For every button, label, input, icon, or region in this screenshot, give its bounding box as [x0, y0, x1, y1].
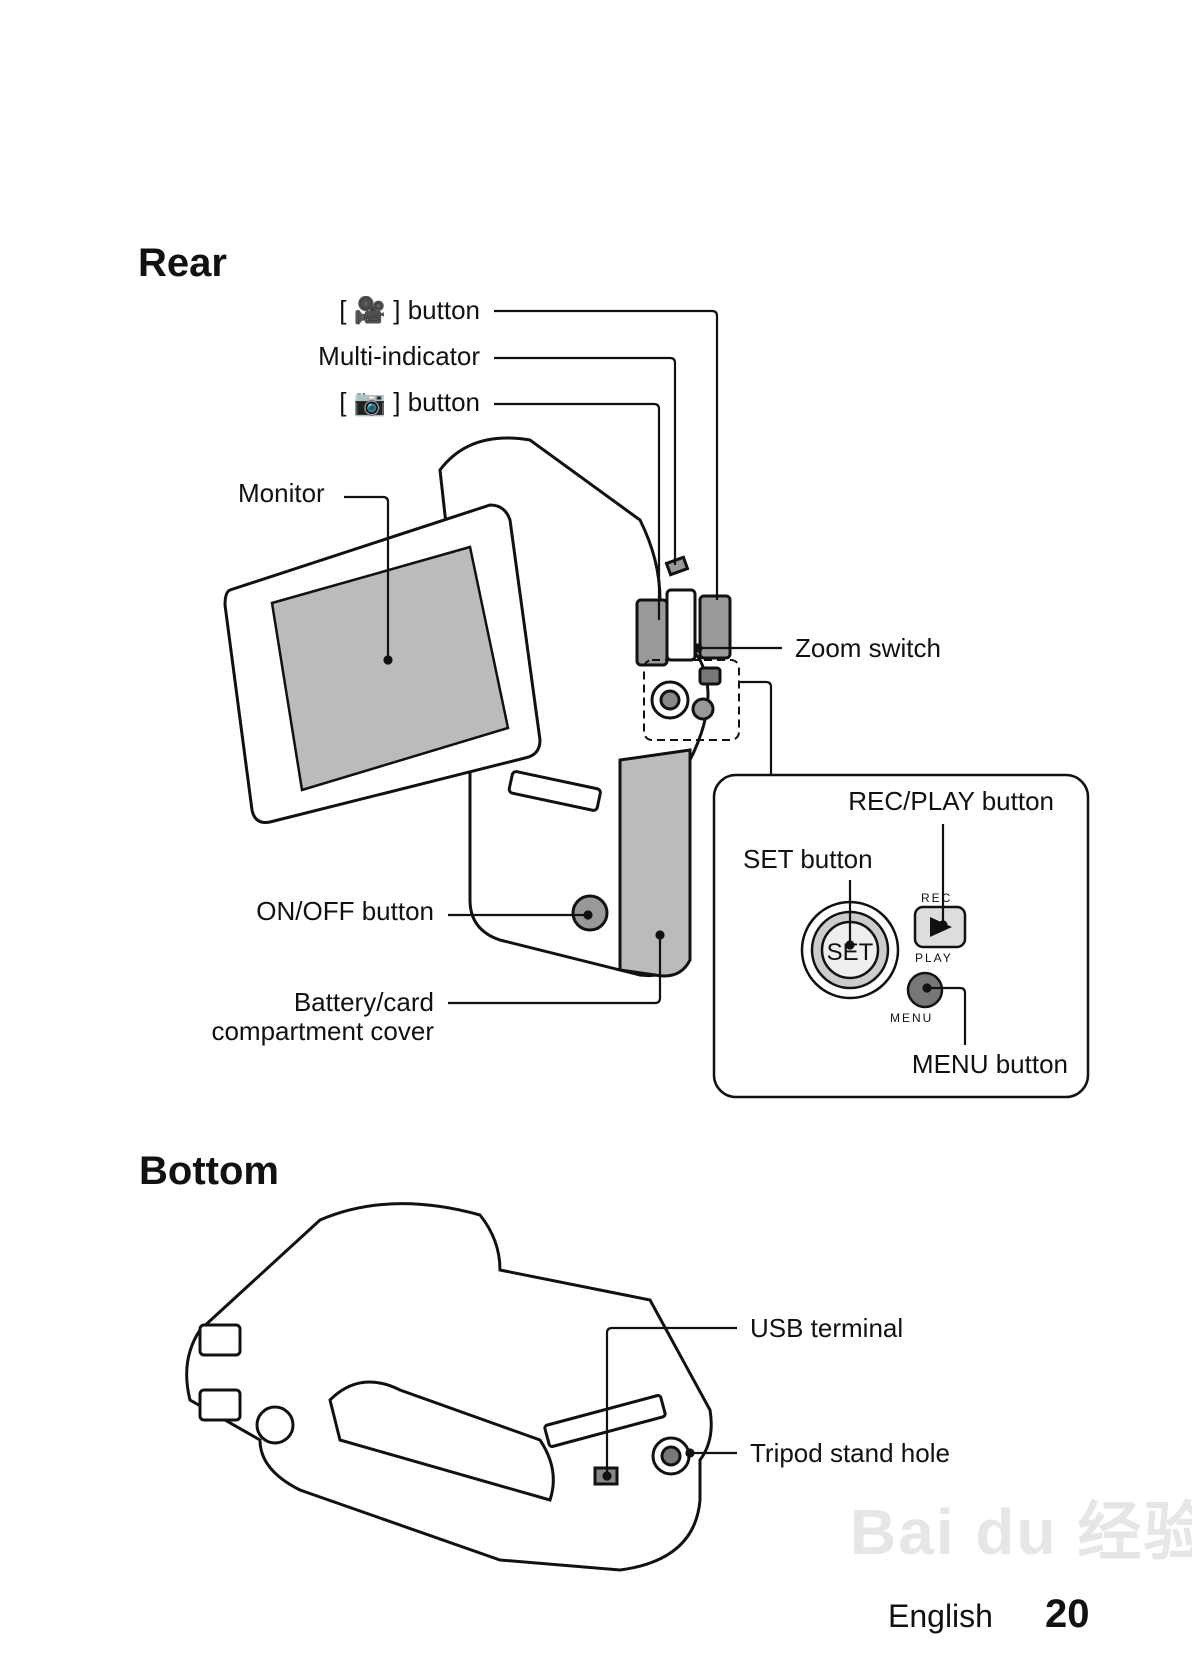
- label-battery-cover-2: compartment cover: [211, 1016, 434, 1046]
- camera-bottom-drawing: [185, 1202, 713, 1572]
- inset-box: [712, 773, 1090, 1099]
- label-photo-button: [ 📷 ] button: [339, 387, 480, 417]
- footer-language: English: [888, 1598, 993, 1634]
- play-glyph: PLAY: [915, 951, 953, 965]
- label-movie-button: [ 🎥 ] button: [339, 295, 480, 325]
- watermark: Bai du 经验: [850, 1496, 1192, 1568]
- rec-glyph: REC: [921, 891, 953, 905]
- label-set-button: SET button: [743, 844, 873, 874]
- camera-rear-drawing: [223, 436, 740, 978]
- section-heading-rear: Rear: [138, 241, 227, 285]
- menu-glyph: MENU: [890, 1011, 934, 1025]
- label-zoom-switch: Zoom switch: [795, 633, 941, 663]
- label-usb-terminal: USB terminal: [750, 1313, 904, 1343]
- label-on-off-button: ON/OFF button: [256, 896, 434, 926]
- label-menu-button: MENU button: [911, 1049, 1068, 1079]
- label-tripod-hole: Tripod stand hole: [750, 1438, 950, 1468]
- label-rec-play-button: REC/PLAY button: [848, 786, 1054, 816]
- page-number: 20: [1045, 1592, 1090, 1636]
- label-multi-indicator: Multi-indicator: [318, 341, 480, 371]
- label-monitor: Monitor: [238, 478, 325, 508]
- label-battery-cover-1: Battery/card: [293, 987, 434, 1017]
- section-heading-bottom: Bottom: [139, 1149, 279, 1193]
- leader-lines: [344, 309, 967, 1481]
